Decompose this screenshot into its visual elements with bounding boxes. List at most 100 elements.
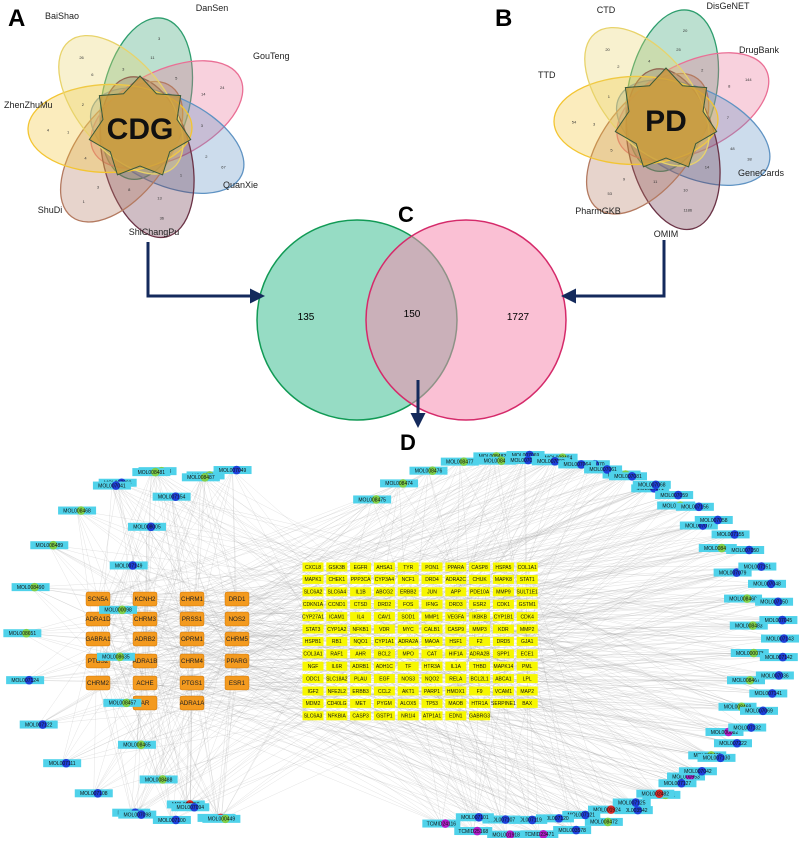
gene-target-label: NGF [308,664,319,670]
gene-target-label: ADH1C [376,664,393,670]
compound-label: MOL007111 [49,761,76,767]
gene-target-label: IGF2 [307,689,318,695]
gene-target-label: CDKN1A [303,602,324,608]
core-target-label: ADRA1A [180,700,206,707]
compound-label: MOL007222 [719,741,747,747]
compound-label: MOL007108 [80,791,108,797]
network-edge [94,599,98,793]
gene-target-label: CYP1A2 [327,627,346,633]
gene-target-label: NFKBIA [328,714,347,720]
network-edge [384,629,780,639]
core-target-label: ACHE [136,680,153,687]
gene-target-label: IL1A [451,664,462,670]
cdg-count-3: 36 [160,215,165,220]
compound-label: MOL008488 [145,777,173,783]
gene-target-label: FOS [403,602,414,608]
gene-target-label: CYP1A1 [375,639,394,645]
gene-target-label: MMP9 [496,590,511,596]
gene-target-label: GABRG3 [469,714,490,720]
network-edge [62,683,98,763]
compound-label: MOL007049 [219,468,247,474]
gene-target-label: MMP2 [520,627,535,633]
gene-target-label: CCL2 [378,689,391,695]
gene-target-label: ODC1 [306,676,320,682]
venn-c-right-count: 1727 [507,312,530,323]
gene-target-label: GSK3B [328,565,345,571]
gene-target-label: AHSA1 [376,565,393,571]
network-edge [94,599,237,793]
gene-target-label: AHR [355,652,366,658]
gene-target-label: SPP1 [497,652,510,658]
core-target-label: AR [141,700,150,707]
core-target-label: CHRM3 [134,616,157,623]
gene-target-label: IL4 [357,614,364,620]
compound-label: MOL007041 [98,483,126,489]
compound-label: TCMID25168 [458,829,488,835]
pd-count-12: 14 [705,164,710,169]
gene-target-label: CYP27A1 [302,614,324,620]
pd-set-label-3: GeneCards [738,168,785,178]
gene-target-label: MMP1 [425,614,440,620]
gene-target-label: ADRA2B [470,652,491,658]
pd-count-13: 10 [683,187,688,192]
cdg-count-1: 24 [220,85,225,90]
gene-target-label: TP53 [426,701,438,707]
compound-label: MOL008465 [123,743,151,749]
cdg-count-13: 13 [157,195,162,200]
network-edge [22,633,145,703]
compound-label: MOL007081 [614,474,642,480]
core-target-label: OPRM1 [181,636,204,643]
panel-label-b: B [495,5,512,32]
gene-target-label: JUN [427,590,437,596]
venn-intersection: 135 150 1727 [257,220,566,420]
gene-target-label: HTR3A [424,664,441,670]
gene-target-label: MAPK14 [494,664,514,670]
cdg-center-label: CDG [107,113,174,146]
gene-target-label: PDE10A [470,590,490,596]
gene-target-label: NQO1 [354,639,368,645]
gene-target-label: F9 [477,689,483,695]
core-target-label: GABRA1 [85,636,111,643]
gene-target-label: ERBB2 [400,590,417,596]
core-target-label: KCNH2 [135,596,157,603]
gene-target-label: CYP1B1 [494,614,513,620]
gene-target-label: SLC18A2 [326,676,348,682]
pd-set-label-1: DisGeNET [706,1,750,11]
gene-target-label: CAT [427,652,437,658]
compound-label: MOL008483 [735,623,763,629]
core-target-label: ADRA1D [85,616,111,623]
compound-label: MOL007036 [761,673,789,679]
gene-target-label: DRD2 [378,602,392,608]
gene-target-label: CASP8 [471,565,488,571]
compound-label: TCMID23471 [524,832,554,838]
compound-label: MOL002482 [642,791,670,797]
pd-set-label-5: PharmGKB [575,206,621,216]
core-target-label: PRSS1 [182,616,203,623]
cdg-set-label-6: ZhenZhuMu [4,100,53,110]
gene-target-label: VEGFA [447,614,464,620]
gene-target-label: SERPINE1 [491,701,516,707]
gene-target-label: MPO [403,652,415,658]
pd-center-label: PD [645,105,687,138]
compound-label: MOL007100 [158,818,186,824]
core-target-label: PTGS1 [182,680,203,687]
cdg-count-9: 14 [201,92,206,97]
gene-target-label: F2 [477,639,483,645]
gene-target-label: TF [405,664,411,670]
network-edge [98,619,131,813]
gene-target-label: ATP1A1 [423,714,441,720]
gene-target-label: MAP2 [520,689,534,695]
compound-label: TCMID24116 [427,821,457,827]
cdg-count-6: 26 [79,55,84,60]
gene-target-label: VDR [379,627,390,633]
compound-label: MOL008005 [133,525,161,531]
pd-set-label-2: DrugBank [739,45,780,55]
compound-label: MOL007101 [461,815,489,821]
gene-target-label: NFKB1 [353,627,369,633]
pd-set-label-6: TTD [538,70,556,80]
gene-target-label: CCND1 [328,602,345,608]
network-edge [25,619,98,680]
gene-target-label: HSF1 [449,639,462,645]
gene-target-label: GSTM1 [519,602,536,608]
